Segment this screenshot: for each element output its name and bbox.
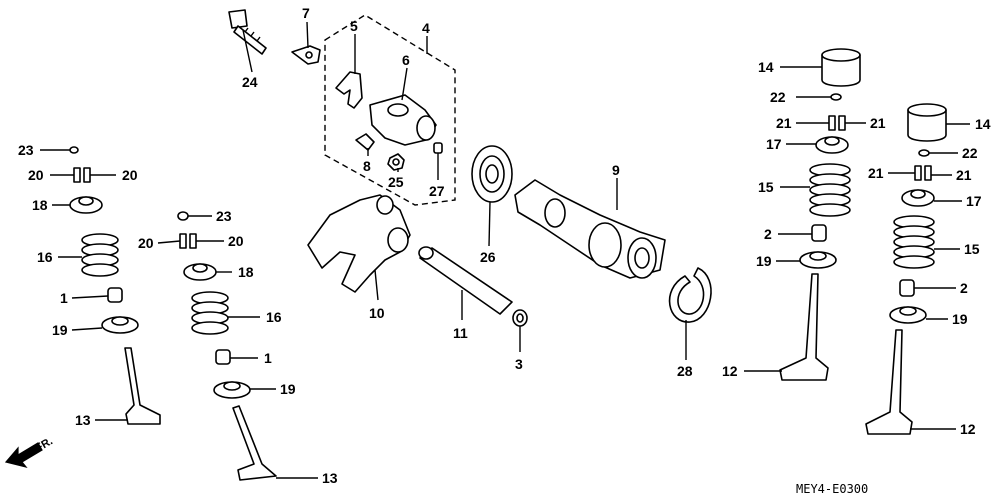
callout-12-b: 12 xyxy=(960,421,976,437)
callout-12-a: 12 xyxy=(722,363,738,379)
callout-18-a: 18 xyxy=(32,197,48,213)
callout-15-a: 15 xyxy=(758,179,774,195)
washer-part xyxy=(512,309,528,327)
callout-14-a: 14 xyxy=(758,59,774,75)
decompressor-part xyxy=(369,94,437,146)
left-valve-assembly-a xyxy=(69,146,161,425)
callout-15-b: 15 xyxy=(964,241,980,257)
callout-1-b: 1 xyxy=(264,350,272,366)
callout-26: 26 xyxy=(480,249,496,265)
callout-23-a: 23 xyxy=(18,142,34,158)
callout-numbers: 24 7 5 4 6 8 25 27 26 9 10 11 3 28 23 20… xyxy=(18,5,991,486)
callout-6: 6 xyxy=(402,52,410,68)
bolt-part xyxy=(228,9,267,55)
assembly-group-outline xyxy=(324,14,456,206)
callout-24: 24 xyxy=(242,74,258,90)
callout-16-a: 16 xyxy=(37,249,53,265)
callout-10: 10 xyxy=(369,305,385,321)
callout-23-b: 23 xyxy=(216,208,232,224)
callout-20-b1: 20 xyxy=(138,235,154,251)
rocker-shaft-part xyxy=(418,246,513,315)
callout-13-b: 13 xyxy=(322,470,338,486)
callout-18-b: 18 xyxy=(238,264,254,280)
callout-27: 27 xyxy=(429,183,445,199)
callout-21-b2: 21 xyxy=(956,167,972,183)
nut-part xyxy=(387,153,405,171)
callout-16-b: 16 xyxy=(266,309,282,325)
callout-7: 7 xyxy=(302,5,310,21)
rocker-arm-part xyxy=(307,194,411,293)
right-valve-assembly-b xyxy=(865,103,947,435)
callout-20-a2: 20 xyxy=(122,167,138,183)
callout-28: 28 xyxy=(677,363,693,379)
front-direction-arrow-icon xyxy=(4,442,43,469)
callout-1-a: 1 xyxy=(60,290,68,306)
callout-8: 8 xyxy=(363,158,371,174)
callout-22-b: 22 xyxy=(962,145,978,161)
callout-20-b2: 20 xyxy=(228,233,244,249)
leader-lines xyxy=(40,21,970,479)
callout-2-b: 2 xyxy=(960,280,968,296)
snap-ring-part xyxy=(668,267,712,323)
callout-19-d: 19 xyxy=(952,311,968,327)
callout-21-a2: 21 xyxy=(870,115,886,131)
callout-19-c: 19 xyxy=(756,253,772,269)
callout-3: 3 xyxy=(515,356,523,372)
holder-plate-part xyxy=(291,45,321,65)
callout-20-a1: 20 xyxy=(28,167,44,183)
callout-2-a: 2 xyxy=(764,226,772,242)
left-valve-assembly-b xyxy=(177,211,277,481)
right-valve-assembly-a xyxy=(779,48,861,381)
diagram-code: MEY4-E0300 xyxy=(796,482,868,496)
callout-19-b: 19 xyxy=(280,381,296,397)
callout-14-b: 14 xyxy=(975,116,991,132)
callout-4: 4 xyxy=(422,20,430,36)
callout-21-b1: 21 xyxy=(868,165,884,181)
callout-19-a: 19 xyxy=(52,322,68,338)
callout-17-b: 17 xyxy=(966,193,982,209)
small-pin-part xyxy=(433,142,443,154)
callout-11: 11 xyxy=(453,325,468,341)
camshaft-part xyxy=(514,179,666,279)
pin-part xyxy=(355,133,375,151)
front-direction-label: FR. xyxy=(34,435,55,454)
callout-5: 5 xyxy=(350,18,358,34)
callout-22-a: 22 xyxy=(770,89,786,105)
callout-9: 9 xyxy=(612,162,620,178)
callout-25: 25 xyxy=(388,174,404,190)
callout-21-a1: 21 xyxy=(776,115,792,131)
callout-13-a: 13 xyxy=(75,412,91,428)
bearing-part xyxy=(471,145,513,203)
callout-17-a: 17 xyxy=(766,136,782,152)
clip-part xyxy=(335,71,363,109)
